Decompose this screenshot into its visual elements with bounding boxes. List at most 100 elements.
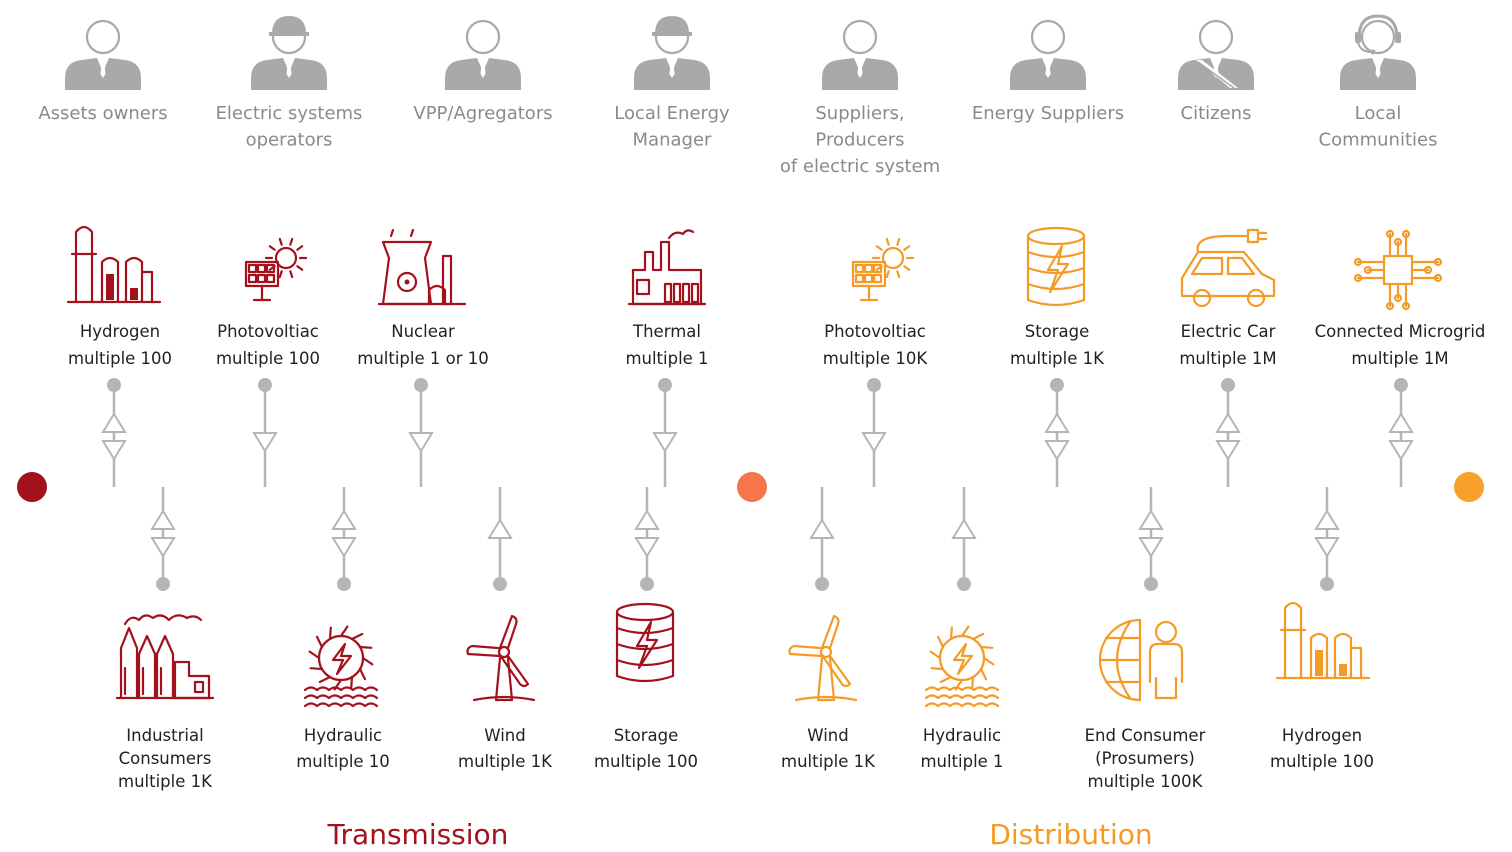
asset-top-5: Photovoltiac multiple 10K (823, 237, 929, 368)
connector-top-7 (1215, 378, 1241, 487)
asset-multiple: multiple 1K (1010, 349, 1105, 368)
asset-label: End Consumer (1085, 726, 1206, 745)
timeline-middle-node (737, 472, 767, 502)
asset-label: multiple 1K (781, 752, 876, 771)
timeline-end-node (1454, 472, 1484, 502)
actor-5: Suppliers, Producers of electric system (780, 19, 940, 177)
asset-name: Storage (1025, 322, 1090, 341)
grid-timeline (17, 472, 1484, 502)
connector-top-3 (408, 378, 434, 487)
connector-top-6 (1044, 378, 1070, 487)
asset-multiple: multiple 100 (68, 349, 172, 368)
hardhat-person-icon (251, 16, 327, 90)
electric-car-icon (1180, 228, 1276, 308)
wind-turbine-icon (788, 614, 858, 702)
connector-top-2 (252, 378, 278, 487)
asset-label: multiple 1K (458, 752, 553, 771)
hydraulic-turbine-icon (303, 625, 379, 708)
battery-storage-icon (615, 602, 675, 683)
wind-turbine-icon (466, 614, 536, 702)
connectors (101, 378, 1414, 591)
asset-top-4: Thermal multiple 1 (625, 229, 709, 368)
asset-label: multiple 100K (1088, 772, 1204, 791)
asset-label: Consumers (119, 749, 212, 768)
actor-label: Energy Suppliers (972, 103, 1124, 124)
connector-bottom-1 (150, 487, 176, 591)
section-title-distribution: Distribution (989, 818, 1152, 851)
hydraulic-turbine-icon (924, 625, 1000, 708)
asset-multiple: multiple 1M (1351, 349, 1448, 368)
actor-label: Citizens (1181, 103, 1252, 124)
connector-top-5 (861, 378, 887, 487)
person-icon (65, 19, 141, 90)
hardhat-person-icon (634, 16, 710, 90)
actor-1: Assets owners (38, 19, 168, 124)
thermal-plant-icon (627, 229, 707, 306)
asset-name: Connected Microgrid (1315, 322, 1486, 341)
battery-storage-icon (1026, 226, 1086, 307)
actor-label: Communities (1319, 130, 1438, 151)
asset-label: Industrial (126, 726, 203, 745)
person-icon (822, 19, 898, 90)
asset-label: Hydrogen (1282, 726, 1362, 745)
actor-label: operators (246, 130, 333, 151)
actor-label: of electric system (780, 156, 940, 177)
actor-label: Manager (633, 130, 712, 151)
asset-bottom-7: End Consumer(Prosumers)multiple 100K (1085, 618, 1206, 791)
connector-bottom-5 (809, 487, 835, 591)
section-title-transmission: Transmission (327, 818, 509, 851)
asset-name: Hydrogen (80, 322, 160, 341)
actor-label: Local (1355, 103, 1402, 124)
asset-name: Thermal (632, 322, 701, 341)
actor-6: Energy Suppliers (972, 19, 1124, 124)
connector-bottom-7 (1138, 487, 1164, 591)
actor-label: Local Energy (614, 103, 730, 124)
connector-top-1 (101, 378, 127, 487)
connector-top-4 (652, 378, 678, 487)
timeline-start-node (17, 472, 47, 502)
asset-label: Wind (484, 726, 525, 745)
asset-multiple: multiple 1 (625, 349, 708, 368)
hydrogen-plant-icon (1275, 601, 1371, 680)
asset-label: multiple 1K (118, 772, 213, 791)
asset-label: multiple 1 (920, 752, 1003, 771)
asset-multiple: multiple 100 (216, 349, 320, 368)
actor-label: Producers (815, 130, 904, 151)
asset-name: Photovoltiac (824, 322, 926, 341)
asset-top-8: Connected Microgrid multiple 1M (1315, 229, 1486, 368)
actor-7: Citizens (1178, 19, 1254, 124)
connector-bottom-6 (951, 487, 977, 591)
microgrid-chip-icon (1353, 229, 1443, 311)
asset-top-2: Photovoltiac multiple 100 (216, 237, 320, 368)
person-icon (1010, 19, 1086, 90)
actor-label: VPP/Agregators (413, 103, 552, 124)
headset-person-icon (1340, 14, 1416, 90)
asset-top-1: Hydrogen multiple 100 (66, 225, 172, 368)
asset-label: multiple 100 (594, 752, 698, 771)
asset-multiple: multiple 10K (823, 349, 929, 368)
nuclear-plant-icon (377, 228, 467, 306)
actor-label: Suppliers, (815, 103, 904, 124)
actor-label: Electric systems (216, 103, 363, 124)
connector-top-8 (1388, 378, 1414, 487)
connector-bottom-2 (331, 487, 357, 591)
industrial-plant-icon (115, 614, 215, 700)
asset-bottom-3: Wind multiple 1K (458, 614, 553, 771)
asset-name: Photovoltiac (217, 322, 319, 341)
prosumer-icon (1098, 618, 1184, 702)
actor-3: VPP/Agregators (413, 19, 553, 124)
solar-panel-icon (851, 237, 915, 302)
assets-top-row: Hydrogen multiple 100 Photovoltiac multiple… (66, 225, 1486, 368)
